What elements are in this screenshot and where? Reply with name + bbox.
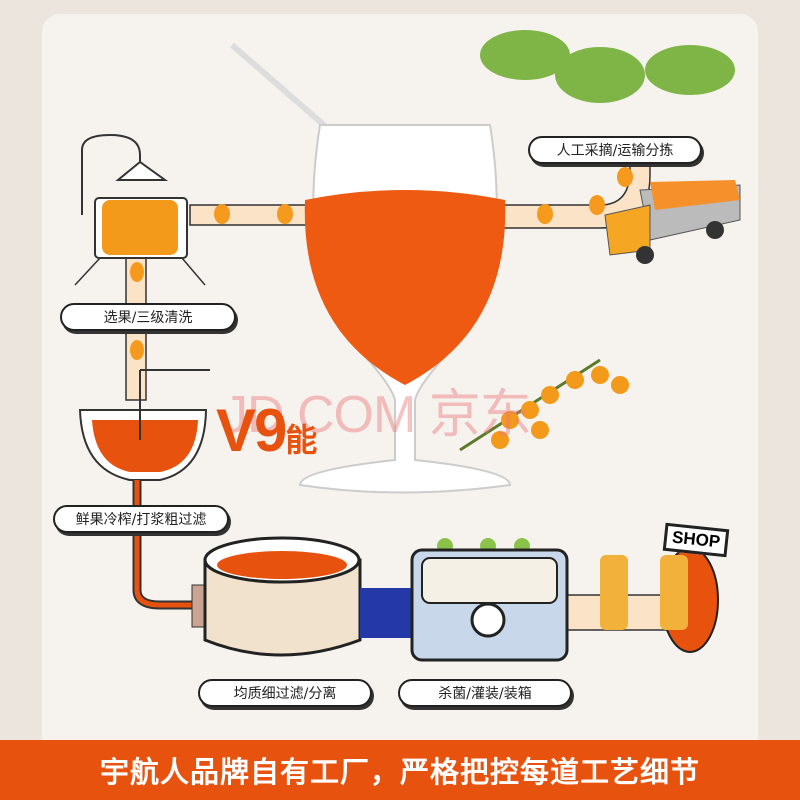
step-label-sterilize: 杀菌/灌装/装箱 bbox=[398, 679, 572, 707]
truck-icon bbox=[604, 180, 741, 264]
step-label-wash: 选果/三级清洗 bbox=[60, 303, 236, 331]
brand-logo: V9能 bbox=[216, 396, 317, 465]
berry-icons bbox=[130, 167, 633, 360]
step-label-press: 鲜果冷榨/打浆粗过滤 bbox=[53, 505, 229, 533]
sea-buckthorn-branch-icon bbox=[459, 358, 629, 452]
shop-stand-icon bbox=[600, 547, 719, 653]
juice-glass-icon bbox=[230, 42, 512, 494]
footer-banner: 宇航人品牌自有工厂，严格把控每道工艺细节 bbox=[0, 740, 800, 800]
washing-tank-icon bbox=[74, 133, 206, 286]
press-vessel-icon bbox=[78, 369, 210, 610]
homogenizer-tank-icon bbox=[191, 536, 412, 657]
footer-slogan: 宇航人品牌自有工厂，严格把控每道工艺细节 bbox=[99, 755, 700, 789]
brand-logo-main: V9 bbox=[216, 397, 287, 464]
sterilizer-machine-icon bbox=[410, 538, 569, 662]
step-label-harvest: 人工采摘/运输分拣 bbox=[528, 136, 702, 164]
orchard-trees-icon bbox=[480, 30, 735, 103]
watermark: JD.COM 京东 bbox=[222, 386, 532, 444]
step-label-homogenize: 均质细过滤/分离 bbox=[198, 679, 372, 707]
brand-logo-suffix: 能 bbox=[285, 422, 318, 458]
